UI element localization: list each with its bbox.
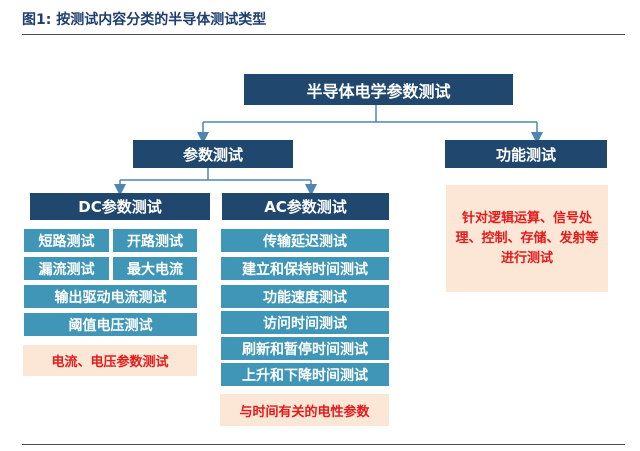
ac-item-access-time: 访问时间测试 — [221, 311, 389, 334]
root-node: 半导体电学参数测试 — [244, 74, 513, 105]
dc-item-max-current: 最大电流 — [113, 257, 197, 280]
ac-item-rise-fall: 上升和下降时间测试 — [221, 363, 389, 386]
ac-item-setup-hold: 建立和保持时间测试 — [221, 257, 389, 280]
ac-note: 与时间有关的电性参数 — [220, 394, 389, 426]
dc-test-node: DC参数测试 — [30, 193, 210, 220]
ac-item-propagation-delay: 传输延迟测试 — [221, 229, 389, 252]
func-note: 针对逻辑运算、信号处理、控制、存储、发射等进行测试 — [446, 185, 608, 292]
dc-item-leakage: 漏流测试 — [24, 257, 109, 280]
figure-title: 图1: 按测试内容分类的半导体测试类型 — [22, 12, 267, 28]
ac-item-function-speed: 功能速度测试 — [221, 285, 389, 308]
ac-test-node: AC参数测试 — [222, 193, 389, 220]
dc-note: 电流、电压参数测试 — [23, 345, 197, 376]
top-divider — [22, 34, 625, 35]
param-test-node: 参数测试 — [133, 140, 293, 168]
bottom-divider — [22, 444, 625, 445]
ac-item-refresh-pause: 刷新和暂停时间测试 — [221, 337, 389, 360]
dc-item-output-drive: 输出驱动电流测试 — [24, 285, 197, 308]
dc-item-threshold: 阈值电压测试 — [24, 313, 197, 336]
func-test-node: 功能测试 — [445, 140, 607, 168]
dc-item-short: 短路测试 — [24, 229, 109, 252]
dc-item-open: 开路测试 — [113, 229, 197, 252]
